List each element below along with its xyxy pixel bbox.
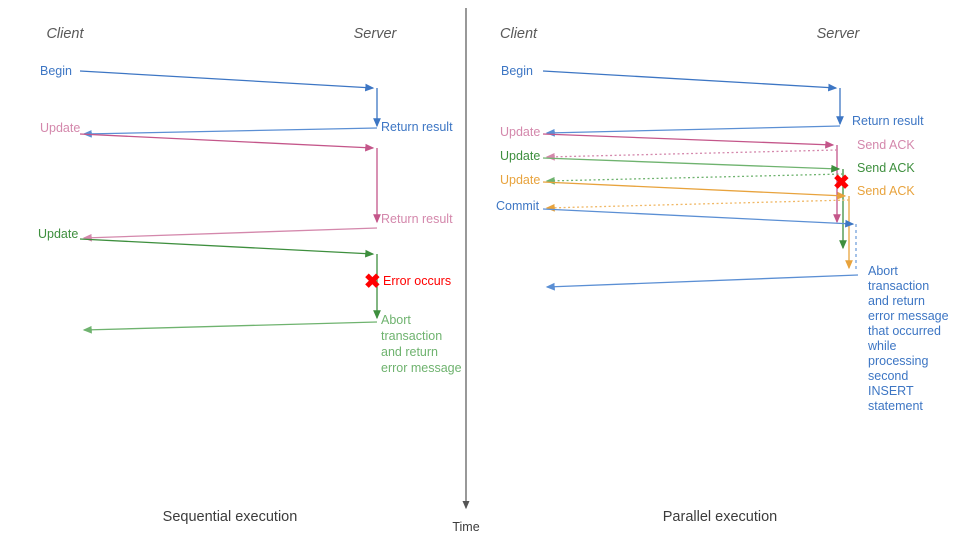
message-label-update-2-parallel: Update xyxy=(500,149,540,163)
error-x-icon-parallel: ✖ xyxy=(833,172,850,194)
message-label-update-2: Update xyxy=(38,227,78,241)
lane-title-client-parallel: Client xyxy=(500,26,538,42)
message-label-abort-response: Abort transaction and return error messa… xyxy=(381,313,462,375)
caption-parallel: Parallel execution xyxy=(663,509,777,525)
arrow-update-request-1 xyxy=(79,133,375,152)
arrow-abort-response-parallel xyxy=(545,274,859,291)
error-x-icon: ✖ xyxy=(364,271,381,293)
arrow-send-ack-3 xyxy=(545,199,850,212)
message-label-return-result-1: Return result xyxy=(381,120,453,134)
time-axis-label: Time xyxy=(452,520,479,534)
message-label-commit: Commit xyxy=(496,199,540,213)
message-label-update-1-parallel: Update xyxy=(500,125,540,139)
message-label-begin: Begin xyxy=(40,64,72,78)
lane-title-client: Client xyxy=(46,26,84,42)
arrow-return-result-1 xyxy=(82,127,378,138)
arrow-send-ack-1 xyxy=(545,149,838,161)
message-label-return-result-2: Return result xyxy=(381,212,453,226)
lane-title-server: Server xyxy=(354,26,398,42)
arrow-commit-request xyxy=(542,208,855,228)
arrow-update-request-2-parallel xyxy=(542,157,841,173)
panel-sequential: Client Server Begin Return result Update… xyxy=(38,26,462,525)
message-label-abort-response-parallel: Abort transaction and return error messa… xyxy=(867,264,952,413)
arrow-abort-response xyxy=(82,321,378,334)
arrow-begin-request xyxy=(79,70,375,92)
caption-sequential: Sequential execution xyxy=(163,509,298,525)
message-label-send-ack-3: Send ACK xyxy=(857,184,915,198)
arrow-send-ack-2 xyxy=(545,173,844,185)
panel-parallel: Client Server Begin Return result Update… xyxy=(496,26,952,525)
message-label-return-result-parallel: Return result xyxy=(852,114,924,128)
arrow-begin-request-parallel xyxy=(542,70,838,92)
message-label-send-ack-2: Send ACK xyxy=(857,161,915,175)
error-occurs-label: Error occurs xyxy=(383,274,451,288)
arrow-update-request-1-parallel xyxy=(542,133,835,149)
arrow-update-request-3-parallel xyxy=(542,181,847,200)
arrow-update-request-2 xyxy=(79,238,375,258)
message-label-update-1: Update xyxy=(40,121,80,135)
message-label-begin-parallel: Begin xyxy=(501,64,533,78)
message-label-update-3-parallel: Update xyxy=(500,173,540,187)
message-label-send-ack-1: Send ACK xyxy=(857,138,915,152)
arrow-return-result-2 xyxy=(82,227,378,242)
lane-title-server-parallel: Server xyxy=(817,26,861,42)
arrow-return-result-parallel xyxy=(545,125,841,137)
